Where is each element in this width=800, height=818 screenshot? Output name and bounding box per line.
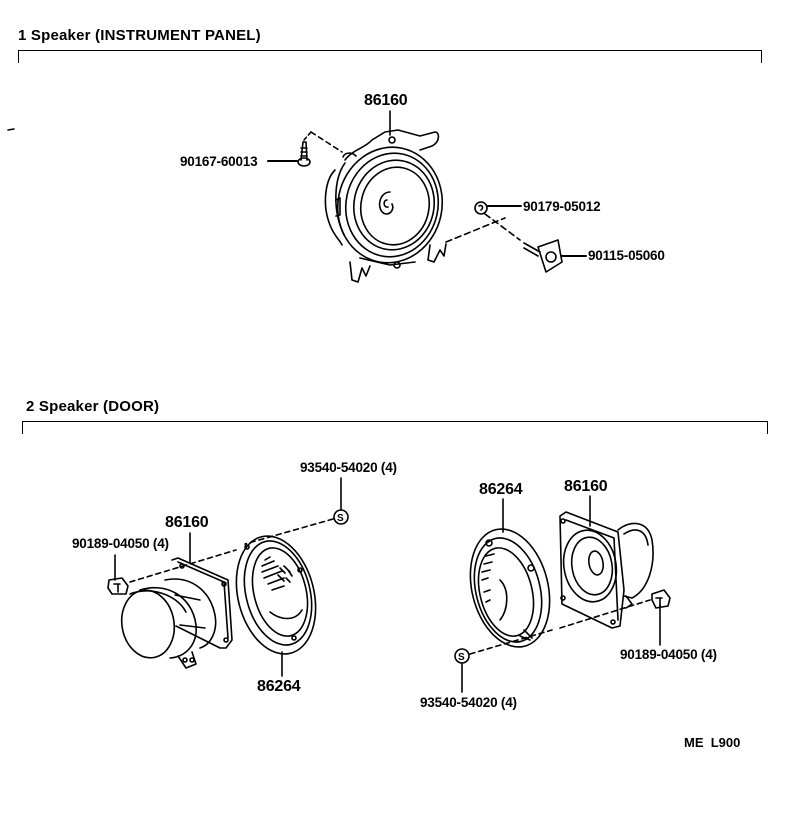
section-frame-instrument-panel (18, 50, 762, 63)
screw-s-left-icon[interactable]: S (333, 509, 349, 525)
part-label-86160-door-left[interactable]: 86160 (165, 514, 209, 531)
section-title-instrument-panel: 1 Speaker (INSTRUMENT PANEL) (18, 27, 261, 44)
dashed-90167-60013 (310, 131, 343, 153)
section-frame-door (22, 421, 768, 434)
screw-90167-60013-icon[interactable] (297, 141, 311, 167)
part-label-86264-door-right[interactable]: 86264 (479, 481, 523, 498)
speaker-ip-icon[interactable] (324, 129, 453, 283)
screw-bracket-90115-05060-icon[interactable] (523, 239, 563, 273)
section-title-door: 2 Speaker (DOOR) (26, 398, 160, 415)
part-label-93540-54020-left[interactable]: 93540-54020 (4) (300, 460, 397, 475)
part-label-90189-04050-right[interactable]: 90189-04050 (4) (620, 647, 717, 662)
dashed-right-assembly (469, 629, 553, 655)
screw-s-right-icon[interactable]: S (454, 648, 470, 664)
speaker-door-left-icon[interactable] (116, 557, 233, 669)
nut-90179-05012-icon[interactable] (474, 201, 488, 215)
part-label-86160-ip[interactable]: 86160 (364, 92, 408, 109)
grille-door-right-icon[interactable] (459, 521, 562, 656)
nut-clip-left-icon[interactable] (107, 577, 129, 595)
nut-clip-right-icon[interactable] (651, 589, 671, 609)
speaker-door-right-icon[interactable] (558, 511, 654, 629)
part-label-90115-05060[interactable]: 90115-05060 (588, 248, 665, 263)
dashed-left-assembly (129, 549, 237, 583)
svg-text:S: S (458, 652, 465, 663)
svg-text:S: S (337, 513, 344, 524)
diagram-code: ME L900 (684, 735, 741, 750)
part-label-93540-54020-right[interactable]: 93540-54020 (4) (420, 695, 517, 710)
part-label-86160-door-right[interactable]: 86160 (564, 478, 608, 495)
part-label-90179-05012[interactable]: 90179-05012 (523, 199, 601, 214)
part-label-90167-60013[interactable]: 90167-60013 (180, 154, 258, 169)
grille-door-left-icon[interactable] (225, 528, 328, 663)
part-label-86264-door-left[interactable]: 86264 (257, 678, 301, 695)
scan-mark (7, 128, 15, 131)
part-label-90189-04050-left[interactable]: 90189-04050 (4) (72, 536, 169, 551)
